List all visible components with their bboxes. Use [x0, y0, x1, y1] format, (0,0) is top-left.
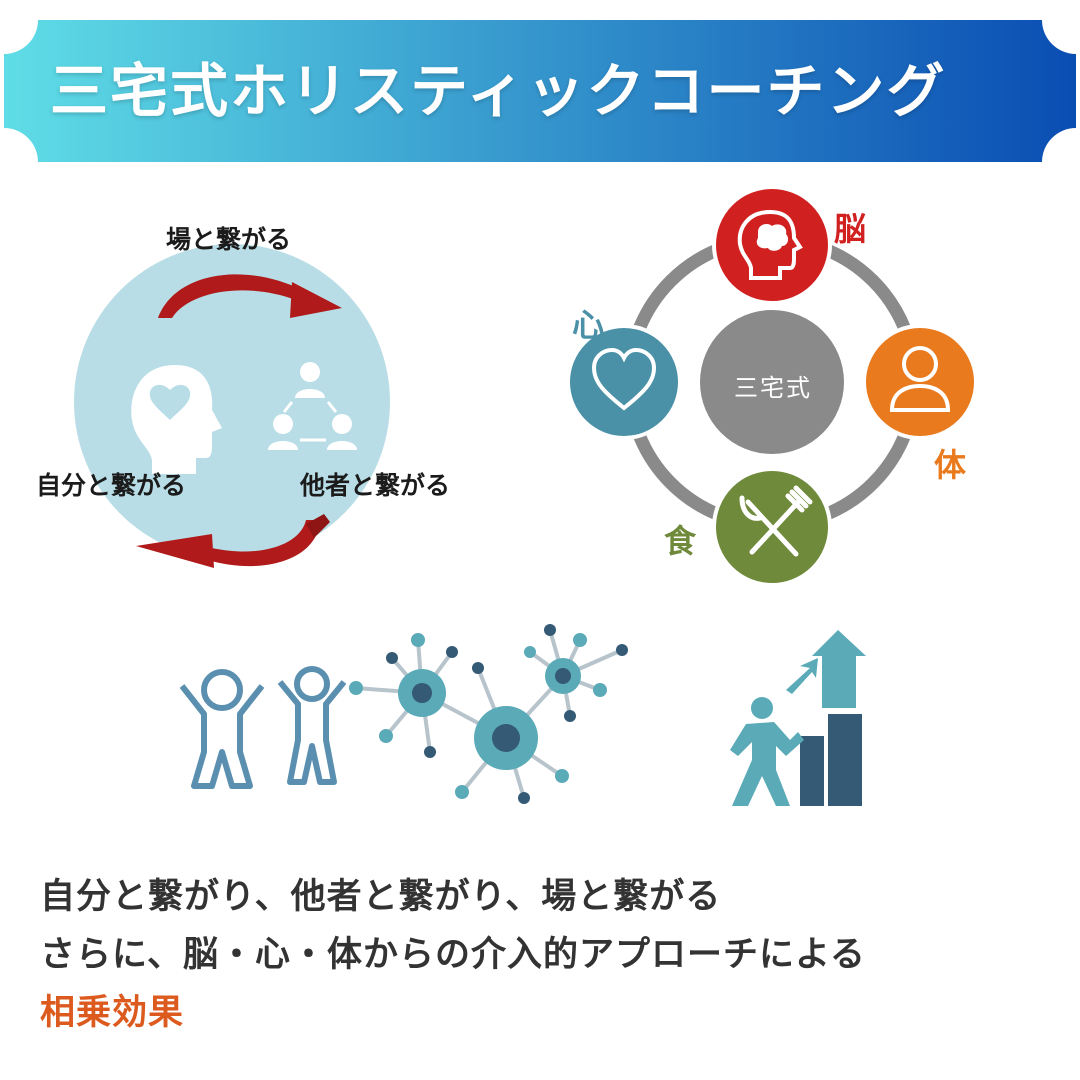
food-label: 食 — [664, 522, 697, 560]
pillars-diagram — [566, 185, 978, 587]
heart-label: 心 — [572, 306, 605, 344]
synergy-highlight: 相乗効果 — [40, 993, 185, 1033]
fork-knife-icon — [739, 485, 813, 557]
connection-circle — [74, 244, 390, 560]
body-node — [862, 324, 978, 440]
body-label: 体 — [934, 446, 967, 484]
brain-node — [712, 185, 832, 305]
bottom-cycle-arrow — [136, 514, 330, 568]
place-connection-label: 場と繋がる — [166, 225, 292, 254]
top-cycle-arrow — [158, 274, 342, 318]
heart-node — [566, 324, 682, 440]
self-connection-label: 自分と繋がる — [36, 471, 187, 500]
head-heart-icon — [131, 365, 222, 474]
others-connection-label: 他者と繋がる — [300, 471, 451, 500]
brain-label: 脳 — [834, 210, 867, 248]
center-circle — [700, 310, 844, 454]
brain-head-icon — [737, 209, 803, 280]
people-cluster-icon — [268, 362, 357, 450]
description-line-1: 自分と繋がり、他者と繋がり、場と繋がる — [40, 877, 722, 917]
network-nodes-icon — [349, 624, 628, 804]
connection-diagram — [74, 244, 390, 568]
person-growth-chart-icon — [730, 630, 866, 806]
heart-icon — [591, 347, 657, 411]
food-node — [712, 467, 832, 587]
description-line-2: さらに、脳・心・体からの介入的アプローチによる — [40, 935, 866, 975]
banner-shape — [4, 20, 1076, 162]
page-title: 三宅式ホリスティックコーチング — [50, 57, 947, 125]
person-icon — [889, 346, 951, 412]
center-label: 三宅式 — [734, 374, 812, 402]
people-jumping-icon — [179, 666, 347, 789]
